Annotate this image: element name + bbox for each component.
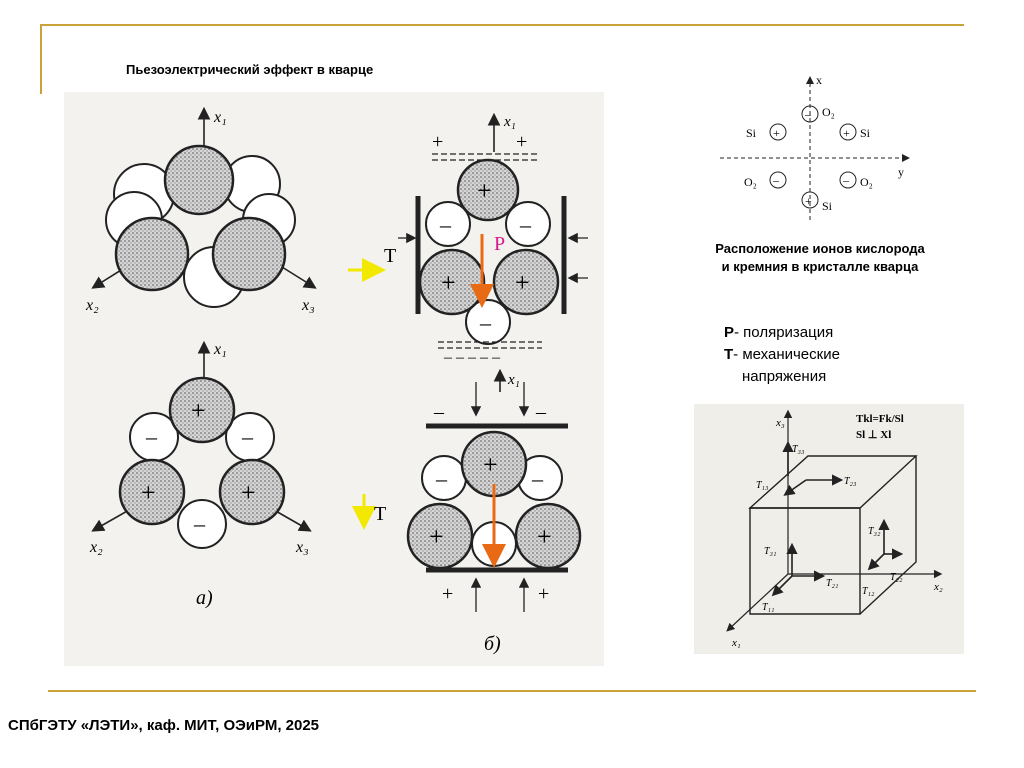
svg-text:Sl ⊥ Xl: Sl ⊥ Xl	[856, 429, 891, 441]
svg-text:O₂: O₂	[744, 175, 757, 189]
footer: СПбГЭТУ «ЛЭТИ», каф. МИТ, ОЭиРМ, 2025	[8, 717, 320, 734]
ion-arrangement-diagram: x y – O₂ + Si + Si – O₂ – O₂ + Si	[716, 70, 946, 220]
cluster-b-longitudinal-diagram: x₁ – – – – + + + – + + б)	[352, 368, 582, 655]
svg-text:–: –	[804, 107, 812, 121]
svg-text:x₁: x₁	[213, 109, 227, 126]
svg-text:+: +	[843, 126, 850, 140]
svg-text:x₁: x₁	[213, 341, 227, 358]
svg-text:–: –	[145, 424, 158, 449]
legend: Р- поляризация Т- механические напряжени…	[724, 322, 840, 388]
svg-text:x: x	[816, 73, 822, 87]
svg-text:T₃₁: T₃₁	[764, 546, 777, 557]
svg-text:+: +	[241, 478, 256, 507]
svg-text:+: +	[773, 126, 780, 140]
svg-text:+: +	[516, 131, 527, 153]
svg-text:T: T	[374, 503, 386, 525]
svg-text:T₂₂: T₂₂	[890, 572, 903, 583]
quartz-figure-scan: x₁ x₂ x₃ x₁ x₂ x₃ – – –	[64, 92, 604, 666]
svg-text:–: –	[241, 424, 254, 449]
svg-text:–: –	[535, 401, 547, 423]
svg-text:Si: Si	[860, 126, 871, 140]
svg-text:T₁₂: T₁₂	[862, 586, 875, 597]
svg-text:–: –	[772, 173, 780, 187]
svg-text:Tkl=Fk/Sl: Tkl=Fk/Sl	[856, 413, 904, 425]
svg-text:T₁₃: T₁₃	[756, 480, 769, 491]
svg-text:–: –	[435, 466, 448, 491]
svg-text:–: –	[842, 173, 850, 187]
svg-text:+: +	[483, 450, 498, 479]
ion-arrangement-caption: Расположение ионов кислорода и кремния в…	[670, 240, 970, 276]
bottom-rule	[48, 690, 976, 692]
svg-text:+: +	[515, 268, 530, 297]
svg-text:x₃: x₃	[295, 539, 309, 556]
svg-text:–: –	[439, 212, 452, 237]
svg-text:T₂₃: T₂₃	[844, 476, 857, 487]
svg-text:x₂: x₂	[933, 581, 943, 593]
caption-line-2: и кремния в кристалле кварца	[721, 259, 919, 274]
svg-text:б): б)	[484, 633, 501, 655]
left-rule	[40, 24, 42, 94]
svg-text:–: –	[479, 310, 492, 335]
svg-text:+: +	[441, 268, 456, 297]
svg-text:–: –	[531, 466, 544, 491]
slide-title: Пьезоэлектрический эффект в кварце	[126, 62, 374, 77]
svg-text:T₂₁: T₂₁	[826, 578, 839, 589]
svg-text:+: +	[141, 478, 156, 507]
svg-text:P: P	[494, 233, 505, 255]
cluster-a-diagram: x₁ x₂ x₃ – – – + + + а)	[89, 340, 312, 609]
caption-line-1: Расположение ионов кислорода	[715, 241, 925, 256]
legend-stress: Т- механические	[724, 346, 840, 363]
svg-text:– – – – –: – – – – –	[443, 349, 501, 366]
cluster-b-transverse-diagram: x₁ + + – – – + + + P – – – –	[348, 112, 588, 366]
svg-text:+: +	[538, 583, 549, 605]
legend-stress-cont: напряжения	[742, 368, 827, 385]
svg-text:O₂: O₂	[860, 175, 873, 189]
svg-text:x₂: x₂	[85, 297, 99, 314]
svg-text:x₃: x₃	[775, 417, 785, 429]
svg-text:+: +	[805, 194, 812, 208]
svg-text:x₃: x₃	[301, 297, 315, 314]
top-rule	[40, 24, 964, 26]
svg-text:–: –	[193, 511, 206, 536]
svg-text:+: +	[191, 396, 206, 425]
svg-text:O₂: O₂	[822, 105, 835, 119]
svg-text:x₁: x₁	[731, 637, 741, 649]
svg-text:x₁: x₁	[507, 372, 520, 388]
svg-text:T₃₃: T₃₃	[792, 444, 805, 455]
svg-text:y: y	[898, 165, 904, 179]
svg-text:+: +	[429, 522, 444, 551]
legend-polarization: Р- поляризация	[724, 324, 834, 341]
svg-text:T: T	[384, 245, 396, 267]
svg-text:T₃₂: T₃₂	[868, 526, 881, 537]
svg-text:T₁₁: T₁₁	[762, 602, 775, 613]
svg-text:+: +	[432, 131, 443, 153]
svg-text:а): а)	[196, 587, 213, 609]
svg-text:Si: Si	[746, 126, 757, 140]
stress-tensor-cube-scan: x₃ x₂ x₁ T₃₃ T₁₃ T₂₃ T₃₂ T₂₂ T₁₂ T₃₁ T₂₁…	[694, 404, 964, 654]
svg-text:+: +	[537, 522, 552, 551]
svg-text:+: +	[442, 583, 453, 605]
svg-text:x₁: x₁	[503, 114, 516, 130]
svg-text:–: –	[485, 532, 498, 557]
svg-text:Si: Si	[822, 199, 833, 213]
svg-text:x₂: x₂	[89, 539, 103, 556]
cluster-3d-diagram: x₁ x₂ x₃	[85, 106, 317, 314]
svg-text:+: +	[477, 176, 492, 205]
svg-text:–: –	[433, 401, 445, 423]
svg-text:–: –	[519, 212, 532, 237]
